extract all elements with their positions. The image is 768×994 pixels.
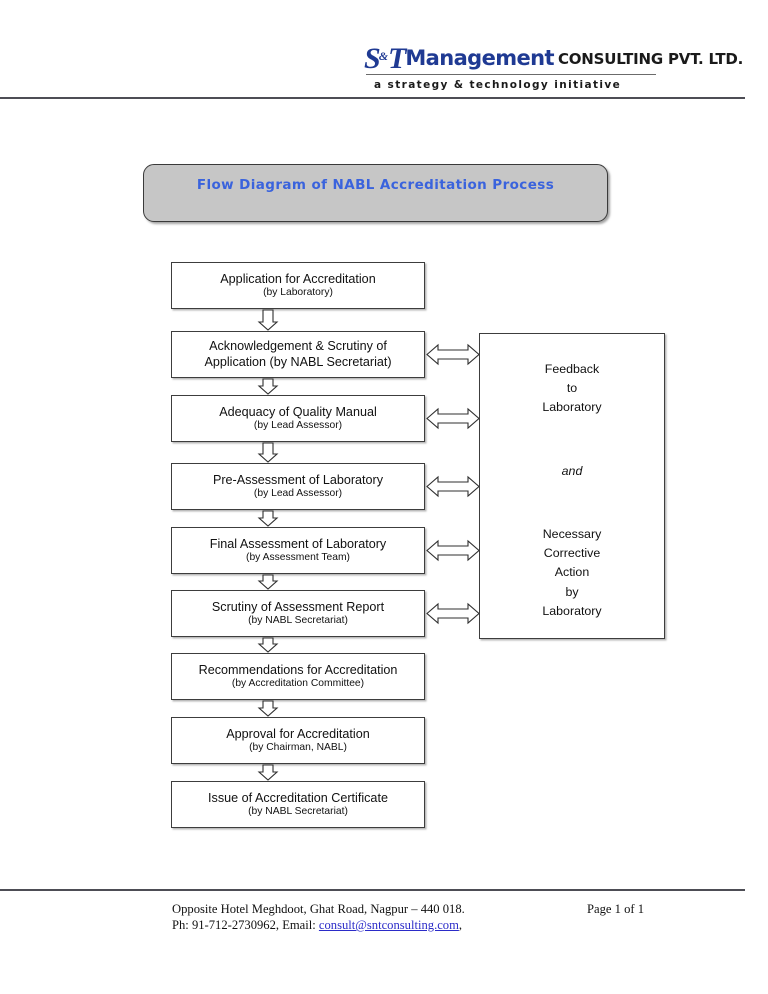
flow-step-title: Acknowledgement & Scrutiny of xyxy=(209,339,387,354)
flow-step-title: Pre-Assessment of Laboratory xyxy=(212,472,384,487)
flow-step-box: Issue of Accreditation Certificate(by NA… xyxy=(171,781,425,828)
flow-step-title: Final Assessment of Laboratory xyxy=(209,536,387,551)
feedback-conjunction-text: and xyxy=(561,464,583,478)
flow-step-box: Approval for Accreditation(by Chairman, … xyxy=(171,717,425,764)
footer-email-link[interactable]: consult@sntconsulting.com xyxy=(318,918,459,932)
flow-down-arrow xyxy=(257,309,279,331)
feedback-double-arrow xyxy=(426,539,480,562)
header-divider-rule xyxy=(0,97,745,99)
flow-step-actor: (by Accreditation Committee) xyxy=(231,677,365,689)
footer-contact: Ph: 91-712-2730962, Email: consult@sntco… xyxy=(172,918,462,933)
feedback-double-arrow xyxy=(426,407,480,430)
flow-step-actor: (by Lead Assessor) xyxy=(253,487,343,499)
flow-step-box: Recommendations for Accreditation(by Acc… xyxy=(171,653,425,700)
logo-divider xyxy=(366,74,656,75)
snt-monogram-icon: S&T xyxy=(364,42,406,75)
feedback-bottom-text: Necessary Corrective Action by Laborator… xyxy=(542,527,602,618)
flow-down-arrow xyxy=(257,378,279,395)
flow-step-actor: (by NABL Secretariat) xyxy=(248,614,348,626)
flow-down-arrow xyxy=(257,764,279,781)
flow-step-actor: (by Laboratory) xyxy=(263,286,333,298)
footer-phone-label: Ph: 91-712-2730962, Email: xyxy=(172,918,319,932)
flow-step-title: Issue of Accreditation Certificate xyxy=(208,790,388,805)
flow-down-arrow xyxy=(257,700,279,717)
flow-step-box: Adequacy of Quality Manual(by Lead Asses… xyxy=(171,395,425,442)
flow-step-actor: (by Assessment Team) xyxy=(246,551,350,563)
flow-down-arrow xyxy=(257,637,279,653)
footer-page-number: Page 1 of 1 xyxy=(587,902,645,916)
flow-step-title: Application for Accreditation xyxy=(220,271,376,286)
flow-step-title: Recommendations for Accreditation xyxy=(198,662,398,677)
feedback-double-arrow xyxy=(426,343,480,366)
flow-step-actor: (by Chairman, NABL) xyxy=(249,741,347,753)
flow-step-title: Scrutiny of Assessment Report xyxy=(211,599,385,614)
flow-step-actor: (by NABL Secretariat) xyxy=(248,805,348,817)
footer-divider-rule xyxy=(0,889,745,891)
feedback-double-arrow xyxy=(426,602,480,625)
flow-step-box: Scrutiny of Assessment Report(by NABL Se… xyxy=(171,590,425,637)
footer-address: Opposite Hotel Meghdoot, Ghat Road, Nagp… xyxy=(172,902,465,916)
logo-tagline: a strategy & technology initiative xyxy=(374,79,622,91)
feedback-to-laboratory-box: Feedback to Laboratory and Necessary Cor… xyxy=(479,333,665,639)
flow-step-title: Approval for Accreditation xyxy=(226,726,370,741)
flow-step-title: Adequacy of Quality Manual xyxy=(219,404,377,419)
feedback-double-arrow xyxy=(426,475,480,498)
flow-down-arrow xyxy=(257,574,279,590)
flow-step-box: Final Assessment of Laboratory(by Assess… xyxy=(171,527,425,574)
footer-contact-suffix: , xyxy=(458,918,463,932)
diagram-title-banner: Flow Diagram of NABL Accreditation Proce… xyxy=(143,164,608,222)
flow-down-arrow xyxy=(257,442,279,463)
page-title: Flow Diagram of NABL Accreditation Proce… xyxy=(196,177,555,193)
flow-step-box: Application for Accreditation(by Laborat… xyxy=(171,262,425,309)
flow-step-actor: Application (by NABL Secretariat) xyxy=(204,354,392,369)
logo-word: Management xyxy=(405,46,554,70)
flow-step-box: Pre-Assessment of Laboratory(by Lead Ass… xyxy=(171,463,425,510)
flow-step-actor: (by Lead Assessor) xyxy=(253,419,343,431)
flow-down-arrow xyxy=(257,510,279,527)
logo-suffix: CONSULTING PVT. LTD. xyxy=(557,50,744,68)
feedback-top-text: Feedback to Laboratory xyxy=(542,362,602,415)
